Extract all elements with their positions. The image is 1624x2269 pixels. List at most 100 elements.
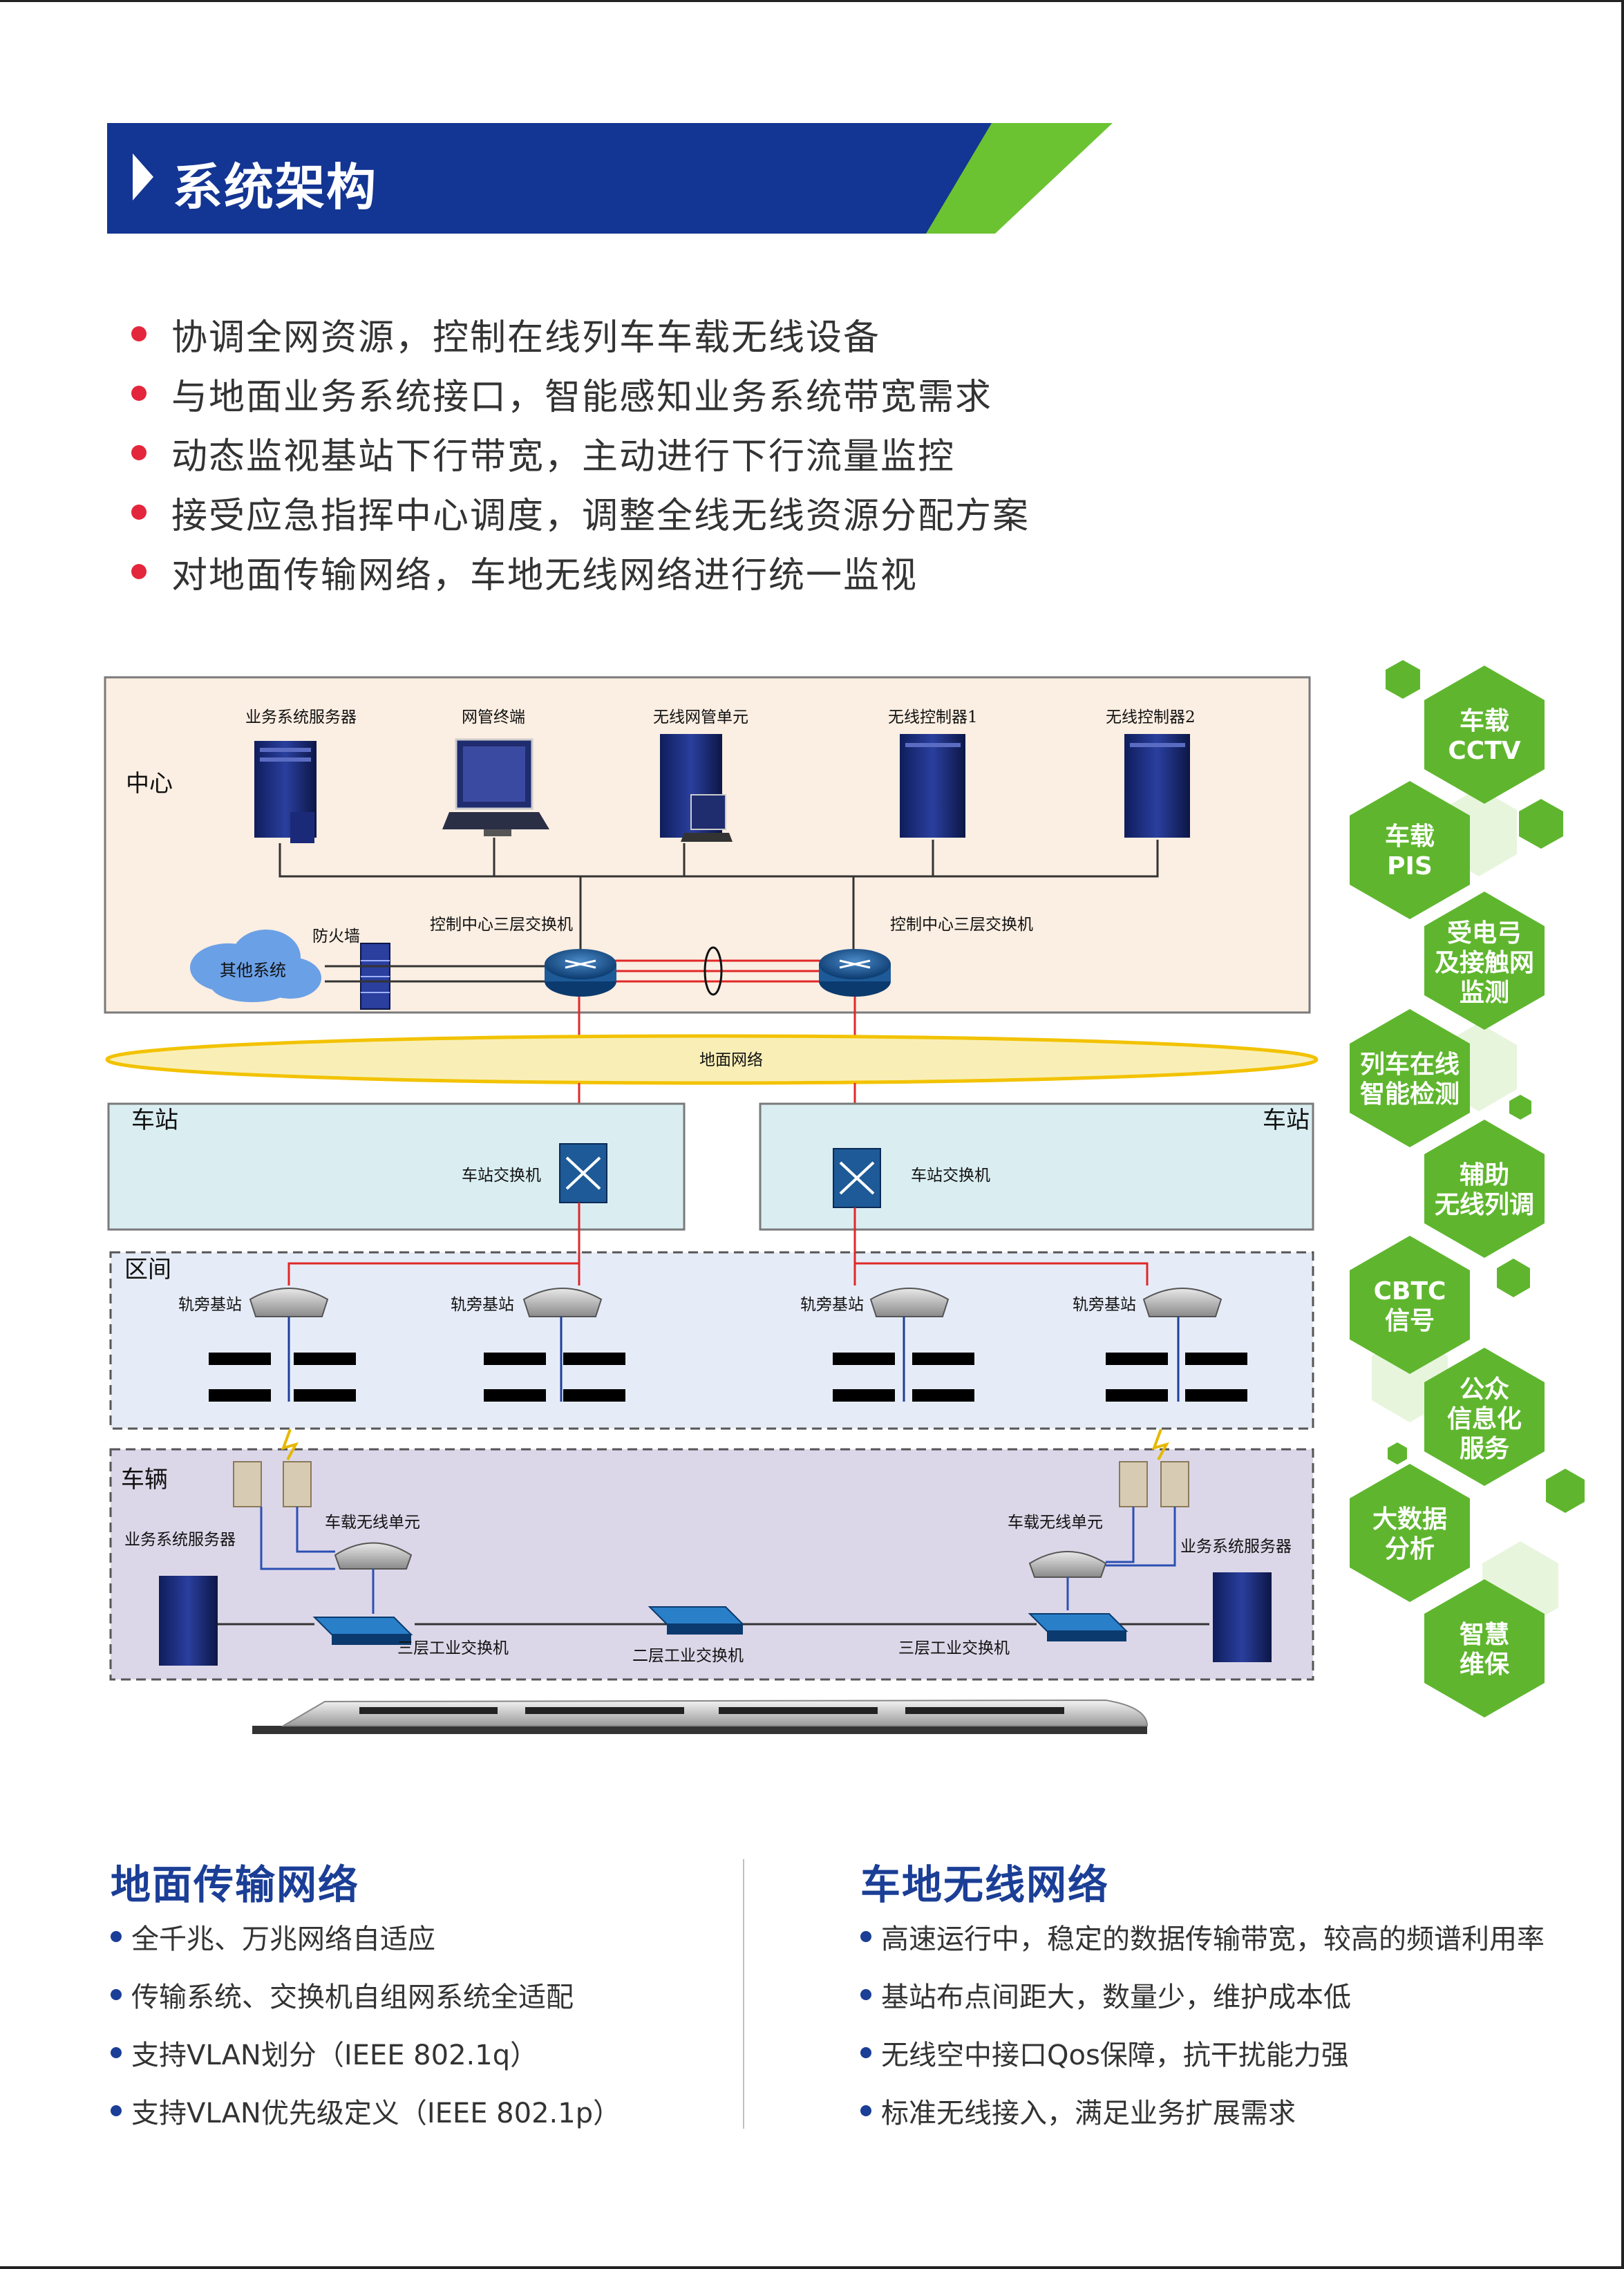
label-ground-network: 地面网络: [699, 1051, 763, 1069]
l3-industrial-switch-right-icon: [1028, 1613, 1129, 1641]
bullet-dot-icon: [131, 445, 147, 460]
list-item: 动态监视基站下行带宽，主动进行下行流量监控: [131, 423, 1030, 482]
svg-text:列车在线: 列车在线: [1360, 1051, 1460, 1079]
label-station-switch-left: 车站交换机: [462, 1167, 541, 1185]
bullet-dot-icon: [111, 2105, 122, 2116]
svg-text:车载: 车载: [1385, 822, 1435, 851]
firewall-icon: [360, 943, 390, 1010]
bullet-dot-icon: [131, 386, 147, 401]
label-trackside-bs-3: 轨旁基站: [800, 1296, 864, 1314]
intro-bullet-list: 协调全网资源，控制在线列车车载无线设备 与地面业务系统接口，智能感知业务系统带宽…: [131, 304, 1030, 601]
svg-text:智慧: 智慧: [1460, 1621, 1509, 1649]
hex-vehicle-cctv: 车载 CCTV: [1424, 666, 1545, 804]
core-switch-right-icon: [819, 949, 891, 997]
label-wireless-controller-1: 无线控制器1: [888, 708, 978, 726]
bullet-dot-icon: [111, 1989, 122, 2000]
svg-text:CCTV: CCTV: [1448, 737, 1520, 765]
vehicle-wireless-unit-left-icon: [334, 1542, 413, 1570]
svg-text:公众: 公众: [1460, 1375, 1509, 1404]
label-wireless-nms-unit: 无线网管单元: [653, 708, 748, 726]
network-terminal-icon: [442, 738, 549, 836]
train-icon: [252, 1699, 1149, 1734]
bullet-dot-icon: [860, 1931, 871, 1942]
list-item: 支持VLAN优先级定义（IEEE 802.1p）: [111, 2082, 621, 2140]
list-item: 对地面传输网络，车地无线网络进行统一监视: [131, 542, 1030, 601]
svg-text:车载: 车载: [1460, 707, 1509, 735]
svg-text:监测: 监测: [1460, 979, 1509, 1007]
list-item: 无线空中接口Qos保障，抗干扰能力强: [860, 2024, 1545, 2082]
label-trackside-bs-2: 轨旁基站: [451, 1296, 514, 1314]
ground-network-list: 全千兆、万兆网络自适应 传输系统、交换机自组网系统全适配 支持VLAN划分（IE…: [111, 1908, 621, 2140]
list-item: 与地面业务系统接口，智能感知业务系统带宽需求: [131, 364, 1030, 423]
list-item: 高速运行中，稳定的数据传输带宽，较高的频谱利用率: [860, 1908, 1545, 1966]
wireless-controller-1-icon: [900, 734, 965, 838]
svg-text:PIS: PIS: [1387, 852, 1433, 881]
service-hexagons: 车载 CCTV 车载 PIS 受电弓 及接触网 监测 列车在线 智能检测 辅助 …: [1350, 666, 1545, 1717]
label-vehicle-unit-left: 车载无线单元: [325, 1514, 420, 1532]
label-vehicle-server-right: 业务系统服务器: [1180, 1538, 1292, 1556]
l2-industrial-switch-icon: [648, 1606, 745, 1635]
label-vehicle-unit-right: 车载无线单元: [1008, 1514, 1103, 1532]
label-l2-switch: 二层工业交换机: [632, 1647, 744, 1665]
list-item: 传输系统、交换机自组网系统全适配: [111, 1966, 621, 2024]
section-banner: [107, 123, 1113, 234]
zone-label-vehicle: 车辆: [121, 1466, 168, 1494]
trackside-base-station-icon: [522, 1288, 603, 1317]
vehicle-wireless-unit-right-icon: [1028, 1551, 1107, 1578]
zone-label-section: 区间: [124, 1256, 171, 1283]
section-title: 系统架构: [173, 158, 378, 216]
list-item: 全千兆、万兆网络自适应: [111, 1908, 621, 1966]
label-network-terminal: 网管终端: [462, 708, 525, 726]
svg-text:分析: 分析: [1385, 1535, 1435, 1563]
vehicle-antenna-left-icon: [233, 1461, 312, 1507]
vehicle-antenna-right-icon: [1119, 1461, 1189, 1507]
hex-smart-maintenance: 智慧 维保: [1424, 1579, 1545, 1717]
core-switch-left-icon: [545, 949, 616, 997]
bullet-dot-icon: [860, 2047, 871, 2058]
column-divider: [743, 1859, 744, 2129]
page-border-top: [0, 0, 1624, 2]
wireless-controller-2-icon: [1124, 734, 1190, 838]
svg-text:维保: 维保: [1460, 1650, 1510, 1679]
bullet-dot-icon: [111, 2047, 122, 2058]
label-trackside-bs-4: 轨旁基站: [1073, 1296, 1136, 1314]
station-switch-left-icon: [559, 1143, 607, 1203]
svg-text:智能检测: 智能检测: [1360, 1080, 1460, 1109]
bullet-dot-icon: [860, 1989, 871, 2000]
label-firewall: 防火墙: [312, 928, 360, 945]
bullet-dot-icon: [860, 2105, 871, 2116]
label-vehicle-server-left: 业务系统服务器: [124, 1531, 236, 1549]
label-wireless-controller-2: 无线控制器2: [1106, 708, 1196, 726]
svg-text:信息化: 信息化: [1447, 1405, 1522, 1433]
track-bars: [209, 1353, 1247, 1402]
bullet-dot-icon: [111, 1931, 122, 1942]
station-switch-right-icon: [833, 1148, 881, 1208]
page-border-right: [1621, 0, 1624, 2269]
label-other-systems: 其他系统: [220, 961, 286, 980]
hex-public-info-service: 公众 信息化 服务: [1424, 1348, 1545, 1486]
hex-cbtc-signal: CBTC 信号: [1350, 1236, 1470, 1374]
wireless-network-list: 高速运行中，稳定的数据传输带宽，较高的频谱利用率 基站布点间距大，数量少，维护成…: [860, 1908, 1545, 2140]
section-zone: [109, 1251, 1314, 1430]
label-business-server: 业务系统服务器: [245, 708, 357, 726]
list-item: 支持VLAN划分（IEEE 802.1q）: [111, 2024, 621, 2082]
hex-aux-wireless-dispatch: 辅助 无线列调: [1424, 1120, 1545, 1258]
l3-industrial-switch-left-icon: [312, 1617, 413, 1645]
trackside-base-station-icon: [869, 1288, 950, 1317]
svg-text:辅助: 辅助: [1460, 1161, 1509, 1189]
label-core-switch-left: 控制中心三层交换机: [430, 916, 573, 934]
zone-label-station-right: 车站: [1263, 1107, 1310, 1134]
label-l3-switch-right: 三层工业交换机: [898, 1639, 1010, 1657]
page-border-bottom: [0, 2266, 1624, 2269]
cloud-icon: [190, 930, 321, 1002]
bullet-dot-icon: [131, 505, 147, 520]
wireless-link-right-icon: [1151, 1429, 1170, 1460]
label-l3-switch-left: 三层工业交换机: [397, 1639, 509, 1657]
label-station-switch-right: 车站交换机: [911, 1167, 990, 1185]
hex-train-online-inspection: 列车在线 智能检测: [1350, 1009, 1470, 1147]
network-architecture-diagram: 中心 业务系统服务器 网管终端 无线网管单元 无线控制器1 无线控制器2: [104, 660, 1585, 1734]
business-server-icon: [254, 741, 317, 843]
svg-text:服务: 服务: [1460, 1435, 1509, 1463]
wireless-link-left-icon: [281, 1429, 299, 1460]
svg-text:及接触网: 及接触网: [1435, 949, 1534, 977]
